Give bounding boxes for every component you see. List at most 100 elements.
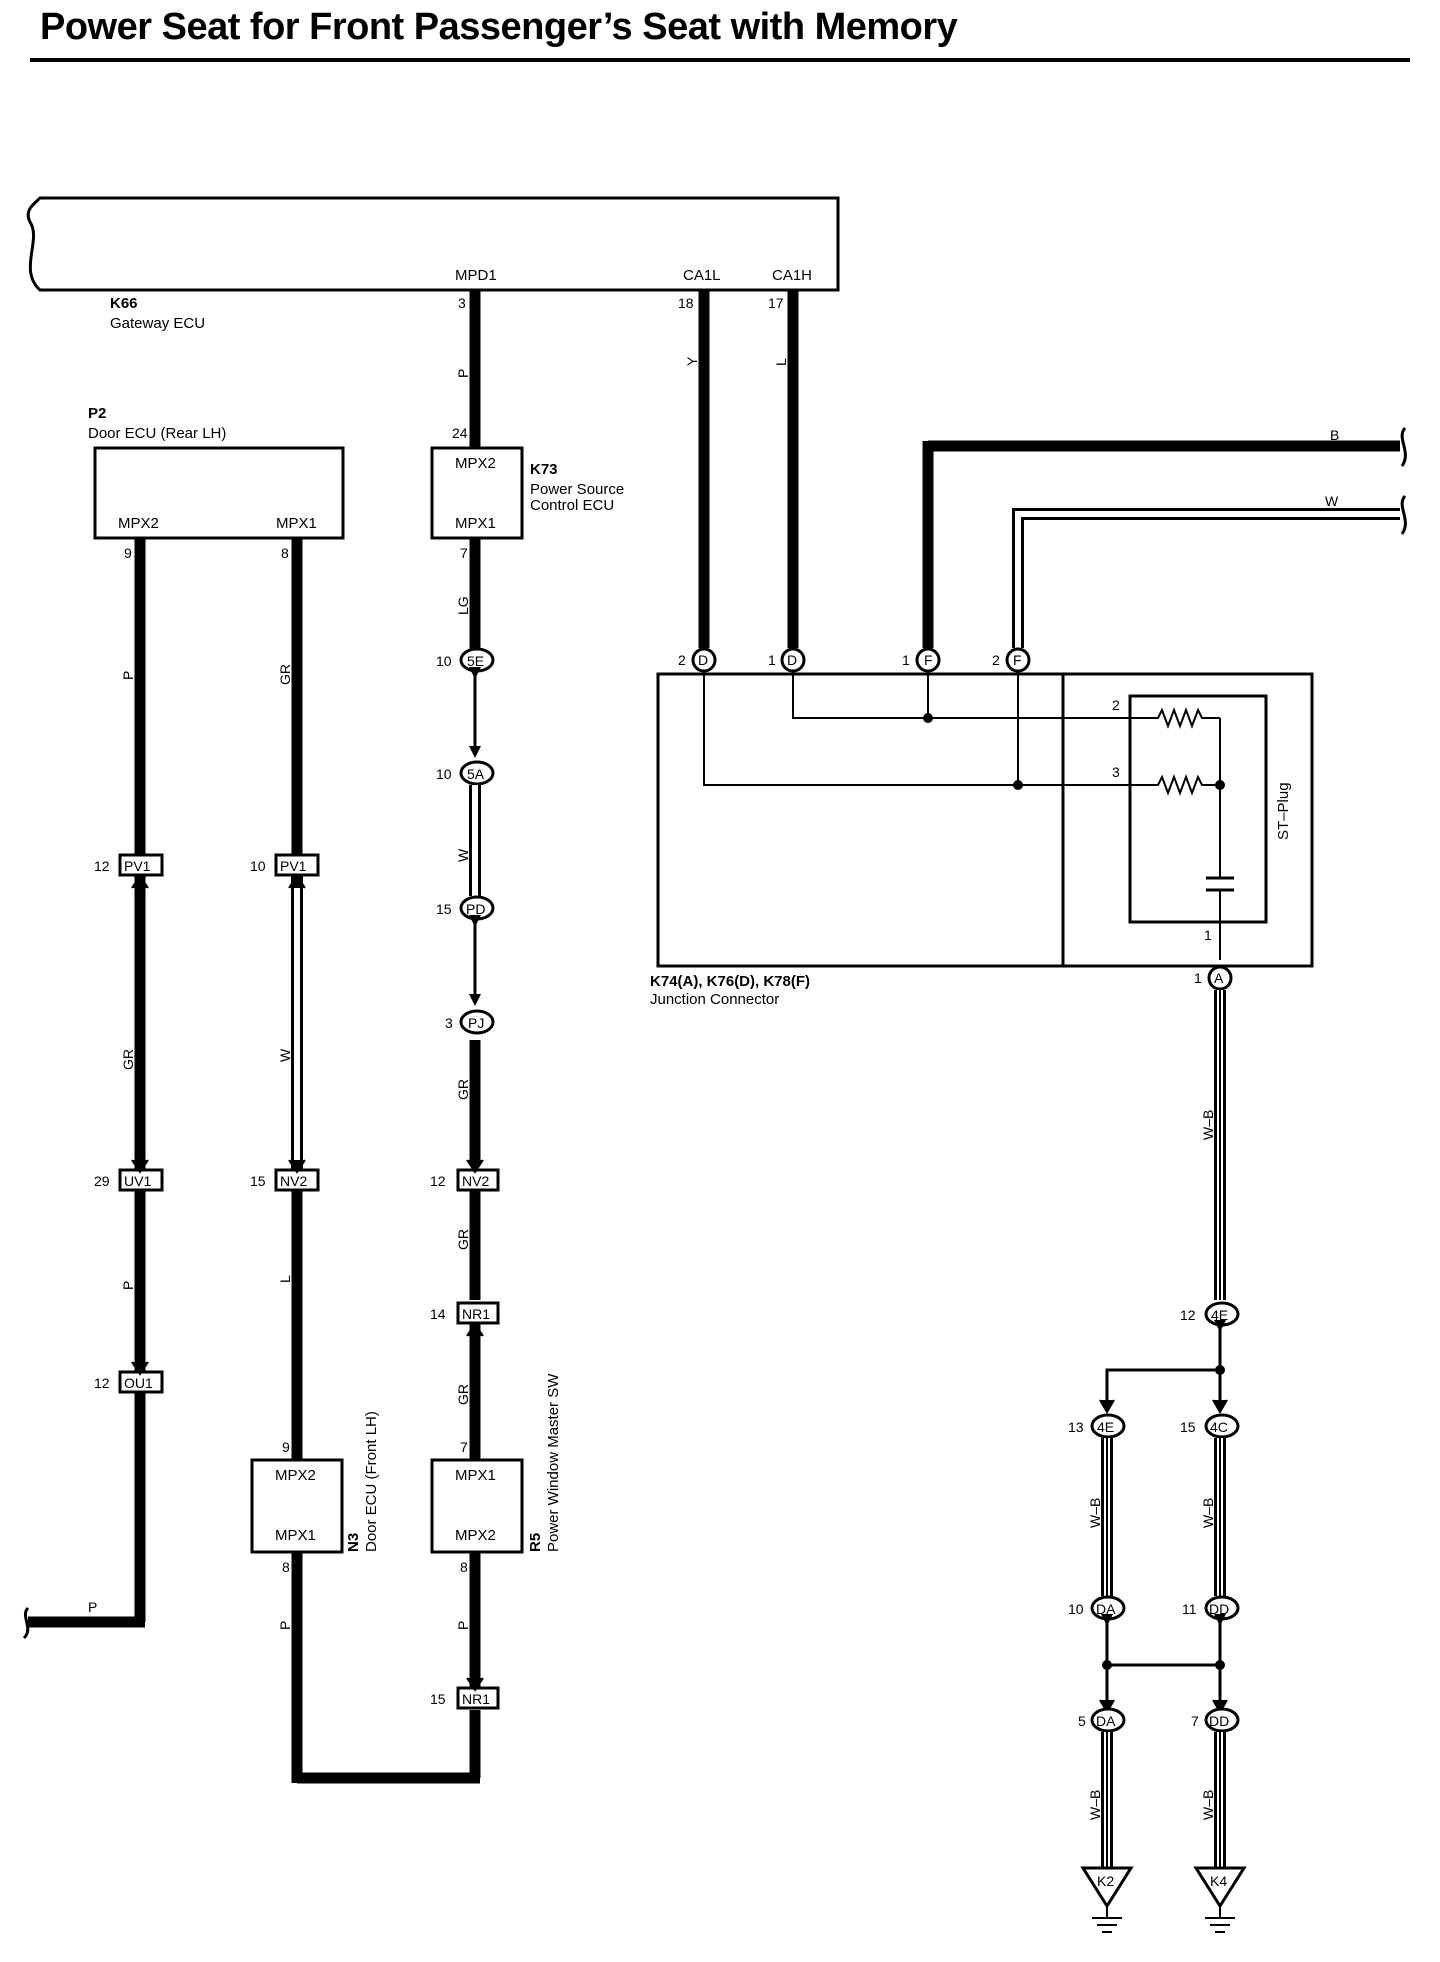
pin-8-n3: 8	[282, 1559, 290, 1575]
n3-code: N3	[345, 1533, 362, 1552]
wire-color-wb-5: W–B	[1200, 1790, 1216, 1820]
wire-color-wb-1: W–B	[1200, 1110, 1216, 1140]
pin-1-a: 1	[1194, 970, 1202, 986]
pin-29-uv1: 29	[94, 1173, 110, 1189]
wire-color-lg: LG	[455, 596, 471, 615]
connector-label-4c: 4C	[1210, 1419, 1228, 1435]
r5-term-mpx1: MPX1	[455, 1467, 496, 1484]
connector-label-da-lower: DA	[1096, 1713, 1116, 1729]
wire-color-p-1: P	[455, 369, 471, 378]
gateway-term-ca1h: CA1H	[772, 267, 812, 284]
r5-code: R5	[527, 1533, 544, 1552]
pin-15-pd: 15	[436, 901, 452, 917]
pin-10-da: 10	[1068, 1601, 1084, 1617]
n3-name: Door ECU (Front LH)	[363, 1411, 380, 1552]
junction-pin-a	[1207, 965, 1233, 991]
connector-5a	[459, 760, 495, 786]
wire-color-wb-4: W–B	[1087, 1790, 1103, 1820]
ground-label-k2: K2	[1097, 1873, 1114, 1889]
pin-15-nv2: 15	[250, 1173, 266, 1189]
connector-label-nv2-right: NV2	[462, 1173, 489, 1189]
connector-label-5e: 5E	[467, 653, 484, 669]
connector-label-f-left: F	[924, 652, 933, 668]
connector-label-f-right: F	[1013, 652, 1022, 668]
pin-24: 24	[452, 425, 468, 441]
pin-10-pv1: 10	[250, 858, 266, 874]
connector-4e-13	[1090, 1413, 1126, 1439]
pin-8-r5: 8	[460, 1559, 468, 1575]
pin-3-pj: 3	[445, 1015, 453, 1031]
k73-name-2: Control ECU	[530, 497, 614, 514]
connector-label-a: A	[1214, 970, 1224, 986]
k73-code: K73	[530, 461, 558, 478]
junction-name: Junction Connector	[650, 991, 779, 1008]
connector-label-d-right: D	[787, 652, 797, 668]
door-ecu-rear-box	[93, 446, 345, 540]
wire-color-l-1: L	[277, 1275, 293, 1283]
gateway-name: Gateway ECU	[110, 315, 205, 332]
page-title: Power Seat for Front Passenger’s Seat wi…	[40, 6, 958, 48]
wire-color-wb-2: W–B	[1087, 1498, 1103, 1528]
connector-label-d-left: D	[698, 652, 708, 668]
connector-dd-7	[1204, 1707, 1240, 1733]
st-plug-label: ST–Plug	[1275, 782, 1292, 840]
pin-9-rear: 9	[124, 545, 132, 561]
wire-color-l-2: L	[773, 358, 789, 366]
gateway-term-ca1l: CA1L	[683, 267, 721, 284]
pin-3: 3	[458, 295, 466, 311]
pin-11-dd: 11	[1182, 1601, 1197, 1617]
pin-10-5a: 10	[436, 766, 452, 782]
k73-term-mpx2: MPX2	[455, 455, 496, 472]
pin-14-nr1: 14	[430, 1306, 446, 1322]
wire-color-wb-3: W–B	[1200, 1498, 1216, 1528]
wire-color-gr-3: GR	[455, 1384, 471, 1405]
wire-color-p-2: P	[455, 1621, 471, 1630]
pin-12-ou1: 12	[94, 1375, 110, 1391]
gateway-term-mpd1: MPD1	[455, 267, 497, 284]
connector-label-uv1: UV1	[124, 1173, 151, 1189]
wire-color-w-3: W	[1325, 493, 1339, 509]
pin-1-f: 1	[902, 652, 910, 668]
pin-3-plug: 3	[1112, 764, 1120, 780]
pin-12-4e: 12	[1180, 1307, 1196, 1323]
connector-label-pd: PD	[466, 901, 485, 917]
connector-label-da-upper: DA	[1096, 1601, 1116, 1617]
pin-18: 18	[678, 295, 694, 311]
wire-color-gr-1: GR	[455, 1079, 471, 1100]
connector-4c-15	[1204, 1413, 1240, 1439]
pin-12-nv2: 12	[430, 1173, 446, 1189]
junction-connector-box	[656, 672, 1314, 968]
pin-2-f: 2	[992, 652, 1000, 668]
pin-8-rear: 8	[281, 545, 289, 561]
p2-code: P2	[88, 405, 106, 422]
connector-da-5	[1090, 1707, 1126, 1733]
wire-color-w-2: W	[277, 1048, 293, 1062]
wire-color-y: Y	[684, 356, 700, 366]
pin-12-pv1: 12	[94, 858, 110, 874]
pin-1-plug: 1	[1204, 927, 1212, 943]
wire-mpd1	[291, 290, 481, 1784]
door-ecu-front-box	[250, 1458, 344, 1554]
pin-7-r5: 7	[460, 1439, 468, 1455]
pin-2-plug: 2	[1112, 697, 1120, 713]
power-source-ecu-box	[430, 446, 524, 540]
connector-label-nv2-left: NV2	[280, 1173, 307, 1189]
wire-color-p-5: P	[88, 1599, 97, 1615]
pin-13-4e: 13	[1068, 1419, 1084, 1435]
pin-5-da: 5	[1078, 1713, 1086, 1729]
p2-name: Door ECU (Rear LH)	[88, 425, 226, 442]
connector-pj	[459, 1009, 495, 1035]
pin-7: 7	[460, 545, 468, 561]
p2-term-mpx1: MPX1	[276, 515, 317, 532]
ground-label-k4: K4	[1210, 1873, 1227, 1889]
k73-name-1: Power Source	[530, 481, 624, 498]
wire-color-w-1: W	[455, 848, 471, 862]
p2-term-mpx2: MPX2	[118, 515, 159, 532]
wire-color-gr-4: GR	[120, 1049, 136, 1070]
ground-branch-wiring	[1099, 1320, 1228, 1414]
ground-cross-link	[1099, 1614, 1228, 1714]
wire-color-gr-2: GR	[455, 1229, 471, 1250]
wire-rear-mpx2	[22, 538, 146, 1640]
pin-17: 17	[768, 295, 784, 311]
